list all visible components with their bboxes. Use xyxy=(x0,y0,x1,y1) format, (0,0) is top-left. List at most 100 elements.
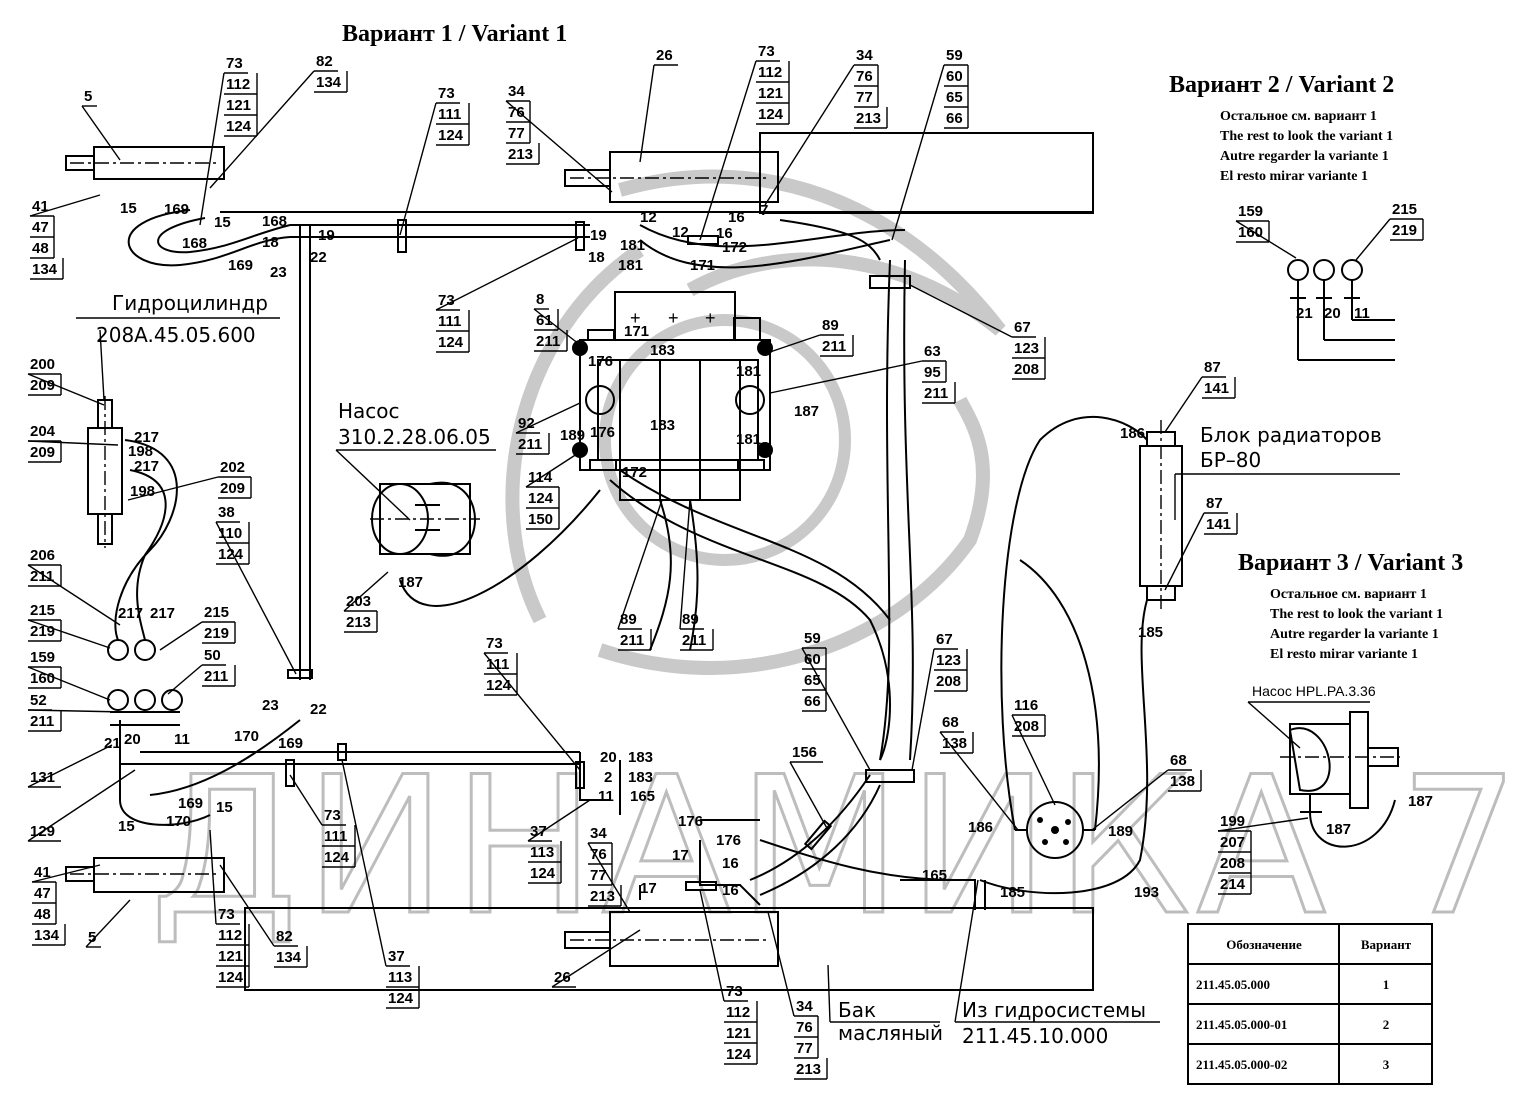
tank-label-1: Бак xyxy=(838,998,876,1022)
part-number: 189 xyxy=(560,427,585,444)
callout-leader xyxy=(341,759,387,967)
callout-number: 34 xyxy=(590,825,607,842)
distributor-block: + + + xyxy=(572,291,773,501)
table-header: Обозначение xyxy=(1226,937,1302,952)
callout-leader xyxy=(435,237,579,311)
callout-number: 68 xyxy=(1170,752,1187,769)
callout-number: 111 xyxy=(324,828,347,845)
callout-number: 211 xyxy=(518,436,542,453)
callout-number: 34 xyxy=(796,998,813,1015)
callout-number: 95 xyxy=(924,364,941,381)
callout-number: 76 xyxy=(508,104,525,121)
callout-number: 112 xyxy=(758,64,782,81)
callout-leader xyxy=(31,864,101,883)
callout-number: 202 xyxy=(220,459,245,476)
callout-number: 77 xyxy=(796,1040,813,1057)
callout-leader xyxy=(1164,376,1203,433)
part-number: 183 xyxy=(650,342,675,359)
svg-text:+: + xyxy=(705,308,716,328)
callout-leader xyxy=(27,769,136,842)
callout-c5b: 5 xyxy=(85,899,131,948)
callout-number: 208 xyxy=(936,673,961,690)
part-number: 181 xyxy=(736,363,761,380)
part-number: 198 xyxy=(128,443,153,460)
pump-label: Насос xyxy=(338,399,400,423)
part-number: 11 xyxy=(174,731,190,748)
svg-text:+: + xyxy=(630,308,641,328)
callout-number: 26 xyxy=(656,47,673,64)
note-line: The rest to look the variant 1 xyxy=(1220,129,1393,144)
callout-number: 124 xyxy=(486,677,512,694)
note-line: Autre regarder la variante 1 xyxy=(1220,149,1389,164)
callout-number: 160 xyxy=(30,670,55,687)
callout-leader xyxy=(699,889,725,1002)
callout-number: 112 xyxy=(226,76,250,93)
callout-number: 124 xyxy=(218,546,244,563)
callout-number: 65 xyxy=(804,672,821,689)
part-number: 169 xyxy=(164,201,189,218)
callout-leader xyxy=(505,100,613,193)
callout-number: 47 xyxy=(32,219,49,236)
callout-number: 41 xyxy=(32,198,49,215)
callout-number: 207 xyxy=(1220,834,1245,851)
part-number: 11 xyxy=(598,788,614,805)
part-number: 17 xyxy=(640,880,657,897)
note-line: Autre regarder la variante 1 xyxy=(1270,627,1439,642)
part-number: 169 xyxy=(178,795,203,812)
part-number: 23 xyxy=(262,697,279,714)
part-number: 186 xyxy=(968,819,993,836)
callout-leader xyxy=(209,829,217,925)
callout-number: 60 xyxy=(946,68,963,85)
callout-number: 73 xyxy=(726,983,743,1000)
part-number: 12 xyxy=(672,224,689,241)
callout-leader xyxy=(127,476,219,501)
callout-number: 89 xyxy=(682,611,699,628)
callout-number: 37 xyxy=(530,823,547,840)
part-number: 176 xyxy=(716,832,741,849)
part-number: 193 xyxy=(1134,884,1159,901)
callout-number: 111 xyxy=(438,106,461,123)
callout-number: 48 xyxy=(32,240,49,257)
callout-leader xyxy=(911,648,935,771)
callout-number: 111 xyxy=(486,656,509,673)
callout-leader xyxy=(85,899,131,948)
callout-number: 73 xyxy=(324,807,341,824)
callout-leader xyxy=(159,621,203,651)
callout-number: 134 xyxy=(316,74,342,91)
callout-number: 138 xyxy=(1170,773,1195,790)
part-number: 176 xyxy=(588,353,613,370)
callout-number: 213 xyxy=(346,614,371,631)
part-number: 217 xyxy=(150,605,175,622)
callout-leader xyxy=(769,360,923,394)
callout-number: 73 xyxy=(758,43,775,60)
callout-number: 65 xyxy=(946,89,963,106)
callout-number: 48 xyxy=(34,906,51,923)
callout-leader xyxy=(1164,512,1205,591)
callout-number: 41 xyxy=(34,864,51,881)
callout-number: 208 xyxy=(1220,855,1245,872)
callout-number: 77 xyxy=(856,89,873,106)
part-number: 189 xyxy=(1108,823,1133,840)
radiator-code: БР–80 xyxy=(1200,448,1261,472)
part-number: 172 xyxy=(622,464,647,481)
part-number: 19 xyxy=(590,227,607,244)
callout-number: 209 xyxy=(220,480,245,497)
variant3-notes: Остальное см. вариант 1 The rest to look… xyxy=(1270,587,1443,662)
